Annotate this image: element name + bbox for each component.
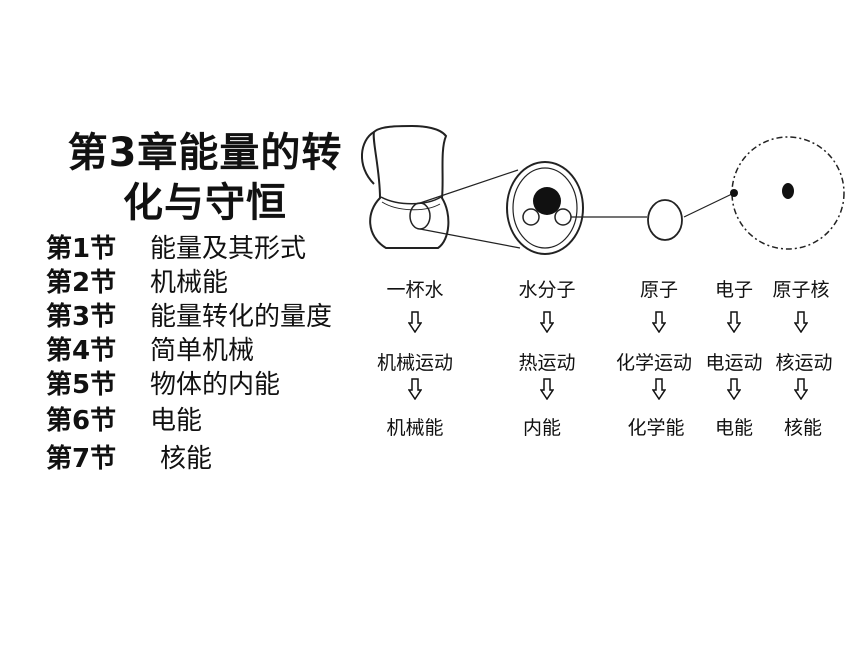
atom-icon bbox=[647, 199, 683, 241]
down-arrow-icon bbox=[794, 311, 808, 333]
section-number: 第6节 bbox=[46, 406, 117, 436]
connector-line bbox=[683, 192, 735, 218]
zoom-line bbox=[419, 228, 521, 249]
down-arrow-icon bbox=[794, 378, 808, 400]
down-arrow-icon bbox=[727, 378, 741, 400]
energy-label: 核能 bbox=[783, 417, 823, 439]
motion-label: 化学运动 bbox=[615, 352, 693, 374]
water-pitcher-icon bbox=[360, 124, 450, 249]
motion-label: 机械运动 bbox=[376, 352, 454, 374]
down-arrow-icon bbox=[540, 311, 554, 333]
energy-label: 机械能 bbox=[386, 417, 444, 439]
zoom-line bbox=[419, 169, 519, 204]
object-label: 原子 bbox=[639, 279, 679, 301]
down-arrow-icon bbox=[727, 311, 741, 333]
motion-label: 核运动 bbox=[775, 352, 833, 374]
zoom-source-circle bbox=[409, 202, 431, 230]
energy-label: 内能 bbox=[522, 417, 562, 439]
page-title: 第3章能量的转 化与守恒 bbox=[40, 128, 370, 228]
section-number: 第4节 bbox=[46, 336, 117, 366]
energy-label: 化学能 bbox=[627, 417, 685, 439]
electron-icon bbox=[730, 189, 738, 197]
section-name: 机械能 bbox=[150, 268, 229, 298]
nucleus-icon bbox=[782, 183, 794, 199]
title-line-2: 化与守恒 bbox=[123, 180, 287, 226]
section-number: 第3节 bbox=[46, 302, 117, 332]
object-label: 一杯水 bbox=[386, 279, 444, 301]
section-name: 核能 bbox=[160, 444, 213, 474]
section-number: 第5节 bbox=[46, 370, 117, 400]
section-name: 电能 bbox=[150, 406, 203, 436]
object-label: 电子 bbox=[714, 279, 754, 301]
energy-scale-diagram bbox=[360, 124, 845, 255]
energy-label: 电能 bbox=[714, 417, 754, 439]
water-molecule-icon bbox=[506, 161, 584, 255]
section-name: 能量及其形式 bbox=[150, 234, 307, 264]
title-line-1: 第3章能量的转 bbox=[67, 130, 343, 176]
section-number: 第7节 bbox=[46, 444, 117, 474]
down-arrow-icon bbox=[540, 378, 554, 400]
electron-orbit bbox=[731, 136, 845, 250]
down-arrow-icon bbox=[408, 311, 422, 333]
object-label: 原子核 bbox=[772, 279, 830, 301]
motion-label: 热运动 bbox=[518, 352, 576, 374]
motion-label: 电运动 bbox=[705, 352, 763, 374]
object-label: 水分子 bbox=[518, 279, 576, 301]
down-arrow-icon bbox=[652, 378, 666, 400]
section-number: 第1节 bbox=[46, 234, 117, 264]
section-name: 能量转化的量度 bbox=[150, 302, 333, 332]
section-number: 第2节 bbox=[46, 268, 117, 298]
down-arrow-icon bbox=[652, 311, 666, 333]
section-name: 简单机械 bbox=[150, 336, 255, 366]
section-name: 物体的内能 bbox=[150, 370, 281, 400]
down-arrow-icon bbox=[408, 378, 422, 400]
